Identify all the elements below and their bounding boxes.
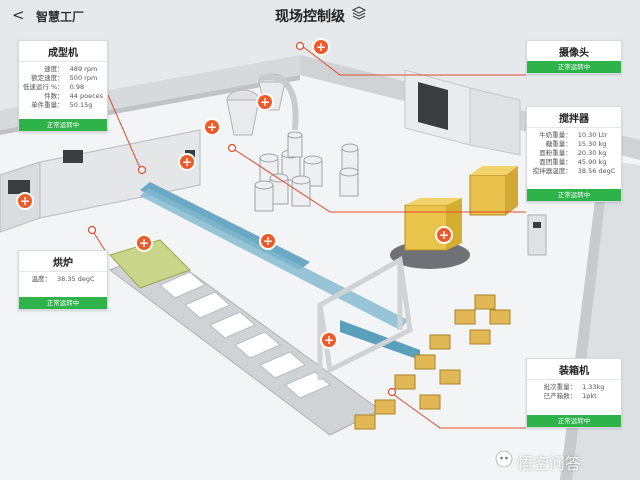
stat-value: 1pkt — [582, 392, 597, 400]
stat-label: 批次重量： — [543, 383, 577, 391]
status-badge: 正常运转中 — [527, 61, 621, 73]
packer-panel[interactable]: 装箱机 批次重量： 1.33kg 已产箱数： 1pkt 正常运转中 — [526, 358, 622, 428]
molding-stats: 速度： 489 rpm 额定速度： 500 rpm 低速运行 %： 0.98 件数： 4… — [20, 65, 106, 110]
overhead-gantry — [317, 256, 413, 380]
stat-value: 489 rpm — [69, 65, 98, 73]
camera-panel[interactable]: 摄像头 正常运转中 — [526, 40, 622, 74]
stat-value: 20.30 kg — [577, 149, 607, 157]
panel-title: 装箱机 — [527, 359, 621, 380]
status-badge: 正常运转中 — [19, 119, 107, 131]
hotspot-camera[interactable]: + — [314, 40, 328, 54]
molding-machine-panel[interactable]: 成型机 速度： 489 rpm 额定速度： 500 rpm 低速运行 %： 0.98 … — [18, 40, 108, 132]
stat-value: 0.98 — [69, 83, 85, 91]
stat-value: 500 rpm — [69, 74, 98, 82]
hotspot-packing-line[interactable]: + — [322, 333, 336, 347]
cabinet-screen — [533, 222, 541, 228]
hotspot-molding[interactable]: + — [180, 155, 194, 169]
layers-icon[interactable] — [352, 6, 366, 20]
stat-label: 件数： — [44, 92, 64, 100]
status-badge: 正常运转中 — [527, 415, 621, 427]
oven-panel[interactable]: 烘炉 温度： 38.35 degC 正常运转中 — [18, 250, 108, 310]
panel-title: 摄像头 — [527, 41, 621, 62]
stat-value: 44 poeces — [69, 92, 104, 100]
mixer-stats: 牛奶重量： 10.30 Ltr 糖重量： 15.30 kg 面粉重量： 20.30 k… — [530, 131, 618, 176]
stat-label: 糖重量： — [545, 140, 572, 148]
back-button[interactable]: < — [12, 6, 25, 24]
watermark-logo-icon — [495, 450, 513, 468]
room-side — [469, 87, 521, 156]
hotspot-feeder[interactable]: + — [205, 120, 219, 134]
mixer-panel[interactable]: 搅拌器 牛奶重量： 10.30 Ltr 糖重量： 15.30 kg 面粉重量： 20.… — [526, 106, 622, 202]
panel-title: 烘炉 — [19, 251, 107, 272]
pipe — [259, 74, 299, 131]
hotspot-cooler[interactable]: + — [137, 236, 151, 250]
hotspot-conveyor[interactable]: + — [261, 234, 275, 248]
status-badge: 正常运转中 — [527, 189, 621, 201]
stat-label: 速度： — [44, 65, 64, 73]
hotspot-mixer[interactable]: + — [437, 228, 451, 242]
stat-label: 已产箱数： — [543, 392, 577, 400]
stat-label: 低速运行 %： — [22, 83, 64, 91]
stat-value: 10.30 Ltr — [577, 131, 608, 139]
packing-trays — [159, 271, 331, 399]
stat-label: 温度： — [31, 275, 52, 283]
status-badge: 正常运转中 — [19, 297, 107, 309]
tank-cluster — [254, 131, 359, 212]
oven-screen — [8, 180, 30, 194]
watermark: 悟空问答 — [517, 454, 582, 473]
stat-value: 50.15g — [69, 101, 93, 109]
stat-label: 额定速度： — [31, 74, 64, 82]
control-cabinet — [527, 214, 547, 256]
page-title: 现场控制级 — [275, 9, 345, 25]
oven-stats: 温度： 38.35 degC — [29, 275, 98, 284]
boxes-stack — [469, 166, 518, 216]
stat-label: 牛奶重量： — [539, 131, 572, 139]
panel-title: 搅拌器 — [527, 107, 621, 128]
stat-value: 38.56 degC — [577, 167, 616, 175]
connector-anchors — [87, 41, 397, 397]
stat-value: 38.35 degC — [57, 275, 95, 283]
silo-1-body — [226, 99, 260, 136]
stat-label: 面团重量： — [539, 158, 572, 166]
stat-value: 45.90 kg — [577, 158, 607, 166]
breadcrumb[interactable]: 智慧工厂 — [36, 10, 85, 24]
stat-value: 1.33kg — [582, 383, 605, 391]
stat-label: 面粉重量： — [539, 149, 572, 157]
stat-label: 单件重量： — [31, 101, 64, 109]
room-door — [418, 82, 448, 130]
cardboard-boxes — [354, 294, 511, 430]
hotspot-silo[interactable]: + — [258, 95, 272, 109]
stat-value: 15.30 kg — [577, 140, 607, 148]
wall-screen-1 — [63, 150, 83, 163]
oven-body — [39, 129, 201, 219]
panel-title: 成型机 — [19, 41, 107, 62]
packer-stats: 批次重量： 1.33kg 已产箱数： 1pkt — [541, 383, 608, 401]
stat-label: 搅拌器温度： — [532, 167, 572, 175]
wall-screen-2 — [185, 150, 195, 158]
hotspot-oven[interactable]: + — [18, 194, 32, 208]
top-bar: < 智慧工厂 现场控制级 — [0, 0, 640, 30]
